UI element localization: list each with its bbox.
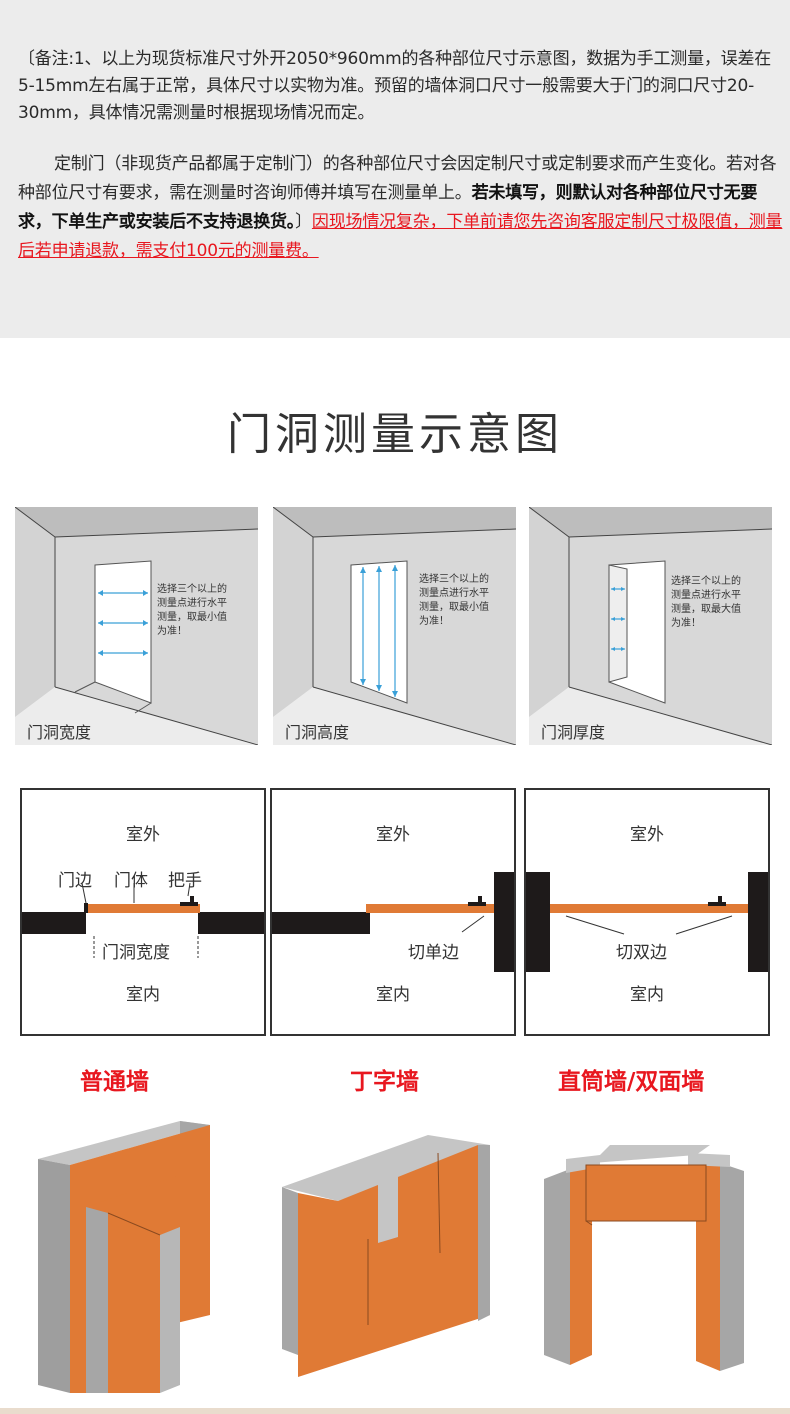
note-paragraph-1: 〔备注:1、以上为现货标准尺寸外开2050*960mm的各种部位尺寸示意图，数据…: [18, 49, 772, 123]
panel-door-thickness: 选择三个以上的测量点进行水平测量，取最大值为准！ 门洞厚度: [529, 507, 772, 745]
note-normal-text: 定制门（非现货产品都属于定制门）的各种部位尺寸会因定制尺寸或定制要求而产生变化。…: [18, 154, 777, 203]
diagram-opening-width: 室外 门边 门体 把手 门洞宽度 室内: [20, 788, 266, 1036]
panel-note: 选择三个以上的测量点进行水平测量，取最小值为准！: [419, 574, 489, 627]
door-section-diagram: [272, 872, 514, 972]
straight-wall-illustration: [544, 1145, 744, 1371]
panel-label: 门洞高度: [285, 723, 350, 742]
note-bold-text: 若未填写，则默认对各种部位尺寸无要求，下单生产或安装后不支持退换货。: [18, 183, 758, 232]
door-section-diagram: [526, 872, 768, 972]
notes-box: 〔备注:1、以上为现货标准尺寸外开2050*960mm的各种部位尺寸示意图，数据…: [0, 0, 790, 338]
panel-door-width: 选择三个以上的测量点进行水平测量，取最小值为准！ 门洞宽度: [15, 507, 258, 745]
door-body-label: 门体: [114, 871, 148, 891]
room-illustration: [15, 507, 258, 745]
diagram-cut-double-side: 室外 切双边 室内: [524, 788, 770, 1036]
outside-label: 室外: [126, 825, 160, 845]
normal-wall-illustration: [38, 1121, 210, 1393]
inside-label: 室内: [376, 985, 410, 1005]
handle-label: 把手: [168, 871, 202, 891]
panel-label: 门洞厚度: [541, 723, 606, 742]
t-wall-illustration: [282, 1135, 490, 1377]
room-illustration: [273, 507, 516, 745]
note-paragraph-2: 定制门（非现货产品都属于定制门）的各种部位尺寸会因定制尺寸或定制要求而产生变化。…: [18, 150, 786, 266]
diagram-cut-single-side: 室外 切单边 室内: [270, 788, 516, 1036]
door-edge-label: 门边: [58, 871, 92, 891]
wall-title-t-shape: 丁字墙: [350, 1069, 419, 1095]
cut-double-label: 切双边: [616, 943, 667, 963]
inside-label: 室内: [630, 985, 664, 1005]
panel-note: 选择三个以上的测量点进行水平测量，取最小值为准！: [157, 584, 227, 637]
panel-door-height: 选择三个以上的测量点进行水平测量，取最小值为准！ 门洞高度: [273, 507, 516, 745]
inside-label: 室内: [126, 985, 160, 1005]
wall-title-straight: 直筒墙/双面墙: [558, 1069, 705, 1095]
note-red-text: 因现场情况复杂，下单前请您先咨询客服定制尺寸极限值，测量后若申请退款，需支付10…: [18, 212, 783, 261]
opening-width-label: 门洞宽度: [102, 943, 170, 963]
outside-label: 室外: [630, 825, 664, 845]
cut-single-label: 切单边: [408, 943, 459, 963]
wall-title-normal: 普通墙: [80, 1069, 149, 1095]
room-illustration: [529, 507, 772, 745]
bottom-bar: [0, 1408, 790, 1414]
door-section-diagram: [22, 882, 264, 958]
note-bracket: 〕: [295, 212, 312, 232]
panel-label: 门洞宽度: [27, 723, 92, 742]
section-title: 门洞测量示意图: [227, 409, 563, 460]
panel-note: 选择三个以上的测量点进行水平测量，取最大值为准！: [671, 576, 741, 629]
outside-label: 室外: [376, 825, 410, 845]
